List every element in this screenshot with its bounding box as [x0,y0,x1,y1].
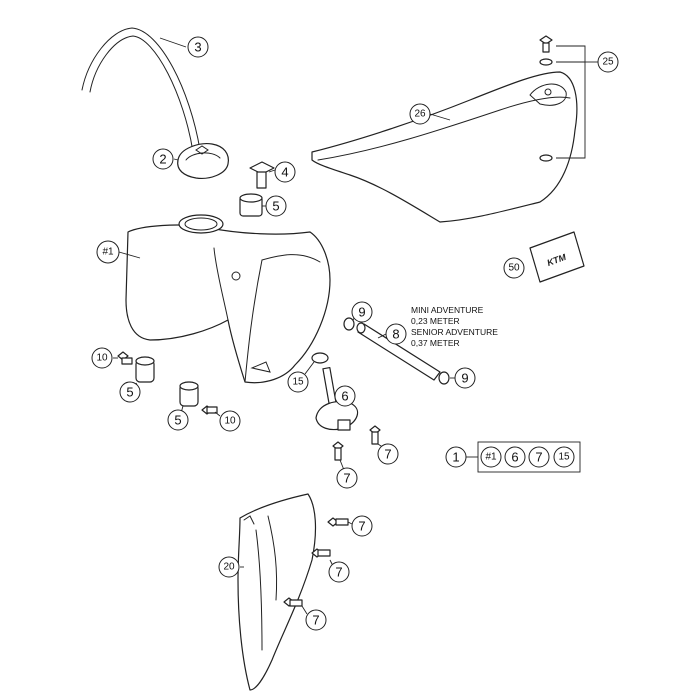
svg-text:3: 3 [194,40,201,55]
callout-50: 50 [503,257,525,279]
leader-2 [173,158,179,161]
fuel-tank [125,214,331,384]
callout-9-bottom: 9 [454,367,476,389]
callout-5-left: 5 [119,381,141,403]
svg-text:1: 1 [452,450,459,465]
svg-text:15: 15 [558,452,570,463]
svg-text:8: 8 [392,327,399,342]
note-line-1: MINI ADVENTURE [411,305,484,315]
note-line-2: 0,23 METER [411,316,460,326]
callout-20: 20 [218,556,240,578]
callout-15: 15 [287,371,309,393]
callout-tank: #1 [96,240,120,264]
svg-text:9: 9 [358,305,365,320]
kit-item-7: 7 [528,446,550,468]
callout-9-top: 9 [351,301,373,323]
o-ring-15 [311,352,329,364]
hose-clamp-9-bottom [438,371,450,385]
kit-item-15: 15 [553,446,575,468]
leader-26 [429,113,451,121]
breather-hose [81,27,201,153]
svg-text:5: 5 [174,413,181,428]
svg-text:26: 26 [414,109,426,120]
note-line-3: SENIOR ADVENTURE [411,327,498,337]
callout-6: 6 [334,385,356,407]
svg-text:#1: #1 [485,452,497,463]
kit-item-1: #1 [480,446,502,468]
hose-clamp-9-top [343,317,355,331]
callout-3: 3 [187,36,209,58]
fuel-tap-6 [315,366,359,431]
svg-text:5: 5 [272,199,279,214]
screw-7-cover-mid [311,548,331,558]
svg-text:20: 20 [223,562,235,573]
seat-bolt-25 [539,35,553,162]
svg-text:15: 15 [292,377,304,388]
svg-text:25: 25 [602,57,614,68]
svg-text:2: 2 [159,152,166,167]
callout-5-mid: 5 [167,409,189,431]
svg-text:10: 10 [96,353,108,364]
svg-text:7: 7 [358,519,365,534]
svg-text:7: 7 [535,450,542,465]
svg-text:50: 50 [508,263,520,274]
callout-7-left: 7 [336,467,358,489]
svg-text:7: 7 [384,447,391,462]
fuel-cap [177,143,229,179]
leader-25 [556,45,586,159]
callout-26: 26 [409,103,431,125]
ktm-sticker: KTM [529,231,585,283]
screw-7-cover-bottom [283,597,303,607]
screw-10-right [201,405,218,415]
leader-3 [159,37,187,48]
leader-8 [377,333,387,339]
callout-25: 25 [597,51,619,73]
svg-text:7: 7 [335,565,342,580]
leader-tank [118,251,141,259]
callout-8: 8 [385,323,407,345]
bushing-5-top [239,193,263,217]
screw-4 [249,161,275,189]
callout-7-cover-bottom: 7 [305,609,327,631]
screw-7-right [369,425,381,445]
note-line-4: 0,37 METER [411,338,460,348]
callout-2: 2 [152,148,174,170]
side-cover-20 [237,493,317,691]
callout-4: 4 [274,161,296,183]
kit-item-6: 6 [504,446,526,468]
screw-7-cover-top [327,517,349,527]
bushing-5-left [135,356,155,383]
callout-5-top: 5 [265,195,287,217]
seat [311,71,578,223]
svg-text:7: 7 [343,471,350,486]
svg-text:6: 6 [341,389,348,404]
bushing-5-mid [179,381,199,407]
svg-text:9: 9 [461,371,468,386]
callout-1: 1 [445,446,467,468]
callout-7-cover-mid: 7 [328,561,350,583]
callout-7-right: 7 [377,443,399,465]
svg-text:4: 4 [281,165,288,180]
svg-text:10: 10 [224,416,236,427]
screw-7-left [332,441,344,461]
svg-text:5: 5 [126,385,133,400]
svg-text:6: 6 [511,450,518,465]
svg-text:#1: #1 [102,247,114,258]
callout-10-left: 10 [91,347,113,369]
svg-text:7: 7 [312,613,319,628]
callout-7-cover-top: 7 [351,515,373,537]
hose-length-note: MINI ADVENTURE 0,23 METER SENIOR ADVENTU… [411,305,498,348]
screw-10-left [117,351,133,365]
callout-10-right: 10 [219,410,241,432]
leader-4 [268,169,276,173]
